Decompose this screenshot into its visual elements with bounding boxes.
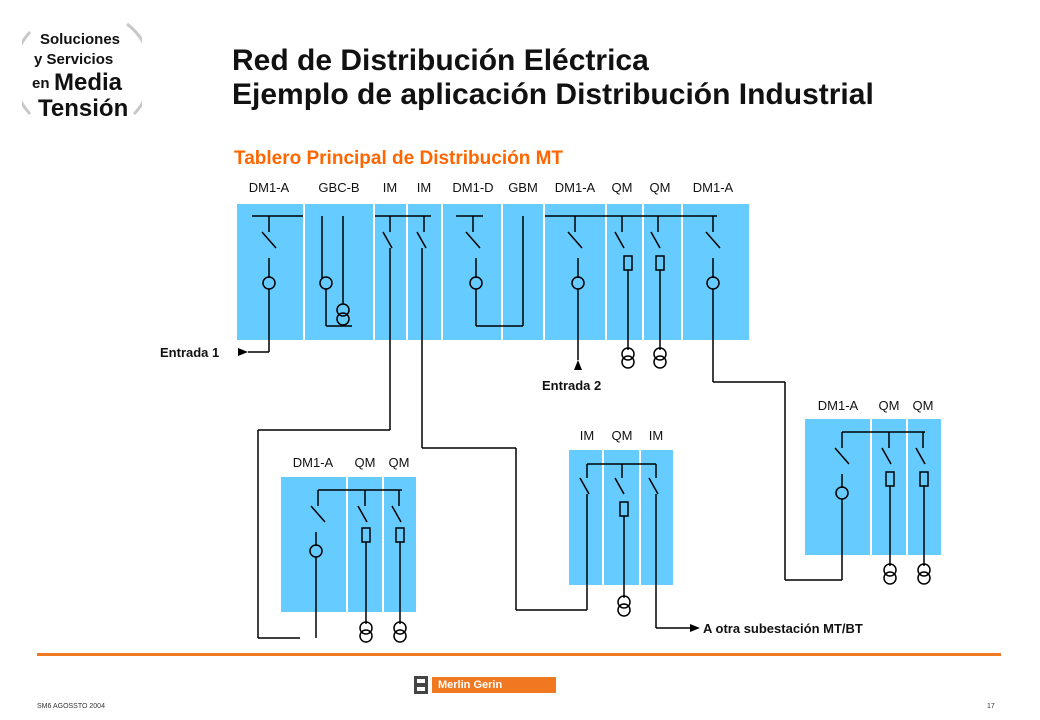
- page-title: Red de Distribución Eléctrica Ejemplo de…: [232, 44, 874, 112]
- right-cell-dm1a: [805, 419, 870, 555]
- main-label-8: QM: [612, 180, 633, 195]
- main-label-1: DM1-A: [249, 180, 290, 195]
- right-label-3: QM: [913, 398, 934, 413]
- logo-line3a: en: [32, 75, 50, 92]
- right-panel-labels: DM1-A QM QM: [818, 398, 934, 413]
- logo-line1: Soluciones: [40, 31, 120, 48]
- logo-line4: Tensión: [38, 95, 128, 122]
- entrada1-arrow-icon: [238, 348, 248, 356]
- otra-arrow-icon: [690, 624, 700, 632]
- cell-dm1a-1: [237, 204, 303, 340]
- title-line2: Ejemplo de aplicación Distribución Indus…: [232, 78, 874, 111]
- left-panel-cells: [281, 477, 416, 612]
- mid-label-2: QM: [612, 428, 633, 443]
- cell-qm-2: [644, 204, 681, 340]
- entrada2-label: Entrada 2: [542, 378, 601, 393]
- cell-gbcb: [305, 204, 373, 340]
- main-label-5: DM1-D: [452, 180, 493, 195]
- cell-dm1a-3: [683, 204, 749, 340]
- main-label-10: DM1-A: [693, 180, 734, 195]
- cell-dm1d: [443, 204, 501, 340]
- cell-qm-1: [607, 204, 642, 340]
- main-label-2: GBC-B: [318, 180, 359, 195]
- footer-rule: [37, 653, 1001, 656]
- entrada2-arrow-icon: [574, 360, 582, 370]
- mid-panel-labels: IM QM IM: [580, 428, 663, 443]
- right-label-1: DM1-A: [818, 398, 859, 413]
- otra-label: A otra subestación MT/BT: [703, 621, 863, 636]
- right-label-2: QM: [879, 398, 900, 413]
- brand-name: Merlin Gerin: [432, 677, 556, 693]
- arrows: [238, 348, 700, 632]
- logo-line2: y Servicios: [34, 51, 113, 68]
- annotations: Entrada 1 Entrada 2 A otra subestación M…: [160, 345, 863, 636]
- footer-date: SM6 AGOSSTO 2004: [37, 703, 105, 710]
- title-line1: Red de Distribución Eléctrica: [232, 44, 649, 77]
- merlin-gerin-mark-icon: [414, 676, 428, 694]
- main-label-4: IM: [417, 180, 431, 195]
- main-panel-cells: [237, 204, 749, 340]
- logo-arcs-icon: [22, 22, 142, 116]
- mid-cell-im-2: [641, 450, 673, 585]
- left-panel-labels: DM1-A QM QM: [293, 455, 410, 470]
- main-label-3: IM: [383, 180, 397, 195]
- page-number: 17: [987, 703, 995, 710]
- main-panel-labels: DM1-A GBC-B IM IM DM1-D GBM DM1-A QM QM …: [249, 180, 734, 195]
- mid-label-3: IM: [649, 428, 663, 443]
- wiring: [248, 215, 931, 643]
- left-label-3: QM: [389, 455, 410, 470]
- left-cell-dm1a: [281, 477, 346, 612]
- mid-cell-im-1: [569, 450, 602, 585]
- soluciones-media-tension-logo: Soluciones y Servicios en Media Tensión: [22, 22, 142, 122]
- left-label-2: QM: [355, 455, 376, 470]
- section-subtitle: Tablero Principal de Distribución MT: [234, 148, 564, 169]
- logo-line3b: Media: [54, 69, 123, 96]
- main-label-6: GBM: [508, 180, 538, 195]
- left-label-1: DM1-A: [293, 455, 334, 470]
- mid-label-1: IM: [580, 428, 594, 443]
- main-label-7: DM1-A: [555, 180, 596, 195]
- mid-panel-cells: [569, 450, 673, 585]
- main-label-9: QM: [650, 180, 671, 195]
- right-panel-cells: [805, 419, 941, 555]
- entrada1-label: Entrada 1: [160, 345, 219, 360]
